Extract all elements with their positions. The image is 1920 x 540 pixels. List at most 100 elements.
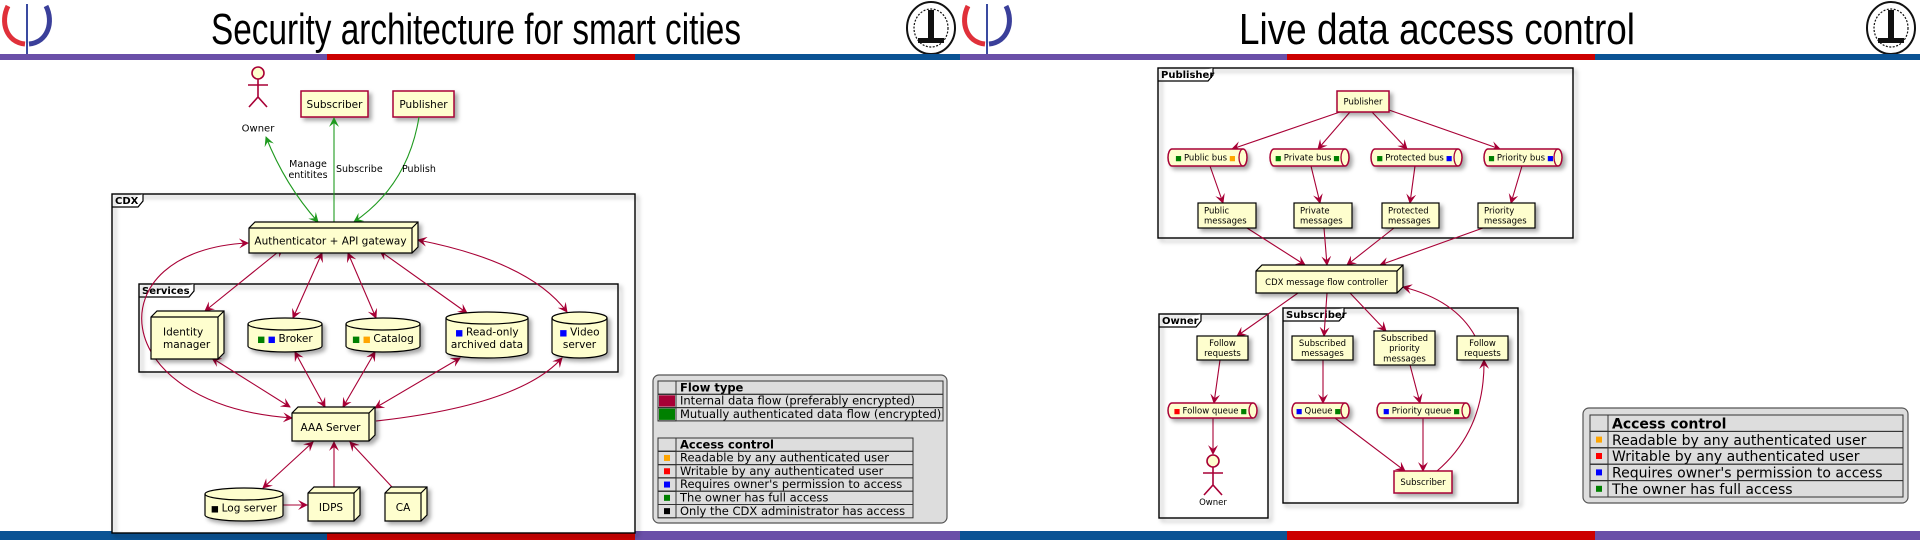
node-label-text: Catalog — [373, 333, 413, 345]
flow-edge-20 — [1334, 417, 1406, 472]
log-server-db[interactable]: ■ Log server — [204, 487, 284, 522]
node-label-text: Publisher — [399, 99, 448, 111]
footer-color-bar — [960, 531, 1287, 540]
node-label: AAA Server — [301, 422, 362, 434]
public-bus-queue[interactable]: ■ Public bus ■ — [1167, 148, 1248, 167]
blue-access-marker-icon: ■ — [1545, 155, 1554, 163]
node-label: Owner — [1199, 498, 1227, 508]
aaa-server-node[interactable]: AAA Server — [291, 406, 376, 442]
blue-access-marker-icon: ■ — [268, 334, 279, 344]
black-access-marker-icon: ■ — [211, 503, 222, 513]
node-label-text: messages — [1300, 217, 1343, 227]
subscriber-box[interactable]: Subscriber — [1393, 470, 1453, 494]
green-access-marker-icon: ■ — [1275, 155, 1284, 163]
flow-edge-5 — [1310, 165, 1323, 204]
node-label: ■ Video — [560, 326, 600, 338]
node-label: ■ Protected bus ■ — [1377, 154, 1453, 164]
flow-edge-3 — [1388, 109, 1501, 151]
node-label: ■ Follow queue ■ — [1174, 407, 1247, 417]
orange-swatch-icon — [1596, 436, 1602, 443]
priority-queue[interactable]: ■ Priority queue ■ — [1376, 402, 1471, 419]
node-label: messages — [1383, 354, 1426, 364]
node-label-text: messages — [1204, 217, 1247, 227]
node-label-text: requests — [1204, 349, 1241, 359]
flow-edge-19 — [1409, 364, 1423, 404]
red-swatch-icon — [664, 468, 670, 475]
node-label-text: requests — [1464, 349, 1501, 359]
node-label-text: Priority queue — [1392, 407, 1452, 417]
owner-actor[interactable]: Owner — [242, 66, 276, 135]
header-color-bar — [1287, 54, 1595, 60]
node-label: messages — [1204, 217, 1247, 227]
footer-color-bar — [0, 531, 327, 540]
node-label: Authenticator + API gateway — [254, 235, 406, 247]
slide-1-header: Security architecture for smart cities — [2, 1, 956, 56]
catalog-db[interactable]: ■ ■ Catalog — [345, 317, 421, 353]
ca-node[interactable]: CA — [384, 486, 428, 522]
node-label: Subscriber — [1400, 478, 1446, 488]
node-label-text: Publisher — [1343, 98, 1383, 108]
footer-color-bar — [1287, 531, 1595, 540]
subscriber-box[interactable]: Subscriber — [300, 90, 369, 118]
subscriber-queue[interactable]: ■ Queue ■ — [1291, 402, 1350, 419]
node-label-text: CDX message flow controller — [1265, 278, 1388, 288]
follow-queue[interactable]: ■ Follow queue ■ — [1167, 402, 1258, 419]
footer-color-bar — [1595, 531, 1920, 540]
broker-db[interactable]: ■ ■ Broker — [247, 317, 323, 353]
frame-label: Publisher — [1161, 70, 1214, 81]
gateway-catalog-edge — [346, 252, 378, 319]
header-color-bar — [0, 54, 327, 60]
aaa-video-edge — [375, 357, 563, 422]
flow-edge-8 — [1246, 227, 1306, 266]
node-label-text: Subscribed — [1299, 339, 1346, 349]
node-label: ■ ■ Catalog — [352, 333, 413, 345]
node-label: server — [563, 339, 597, 351]
green-access-marker-icon: ■ — [1488, 155, 1497, 163]
node-label-text: Owner — [242, 124, 276, 135]
psi-logo-icon — [962, 4, 1012, 56]
node-label: messages — [1301, 349, 1344, 359]
node-label: ■ Priority queue ■ — [1383, 407, 1460, 417]
gateway-node[interactable]: Authenticator + API gateway — [248, 221, 419, 254]
publisher-box[interactable]: Publisher — [1336, 90, 1390, 113]
private-bus-queue[interactable]: ■ Private bus ■ — [1269, 148, 1350, 167]
flow-edge-22 — [1436, 359, 1490, 472]
node-label: IDPS — [319, 502, 344, 514]
publisher-box[interactable]: Publisher — [392, 90, 455, 118]
node-label-text: Identity — [163, 326, 203, 338]
node-label: messages — [1484, 217, 1527, 227]
node-label: ■ Read-only — [455, 326, 518, 338]
blue-swatch-icon — [1596, 469, 1602, 476]
node-label-text: messages — [1301, 349, 1344, 359]
protected-bus-queue[interactable]: ■ Protected bus ■ — [1370, 148, 1463, 167]
owner-actor[interactable]: Owner — [1199, 454, 1227, 508]
header-color-bar — [635, 54, 960, 60]
institute-seal-icon — [1866, 1, 1916, 55]
node-label-text: Public — [1204, 206, 1229, 216]
priority-bus-queue[interactable]: ■ Priority bus ■ — [1483, 148, 1563, 167]
legend-header: Flow type — [680, 380, 744, 394]
edge-label-subscribe: Subscribe — [336, 164, 383, 175]
message-flow-controller-node[interactable]: CDX message flow controller — [1255, 264, 1404, 294]
broker-aaa-edge — [294, 351, 326, 408]
legend-row-text: The owner has full access — [1611, 482, 1793, 498]
red-swatch-icon — [1596, 453, 1602, 459]
node-label-text: AAA Server — [301, 422, 362, 434]
frame-label: CDX — [115, 196, 139, 207]
idps-node[interactable]: IDPS — [307, 486, 361, 522]
legend-row-text: Internal data flow (preferably encrypted… — [680, 394, 915, 408]
green-access-marker-icon: ■ — [257, 334, 268, 344]
